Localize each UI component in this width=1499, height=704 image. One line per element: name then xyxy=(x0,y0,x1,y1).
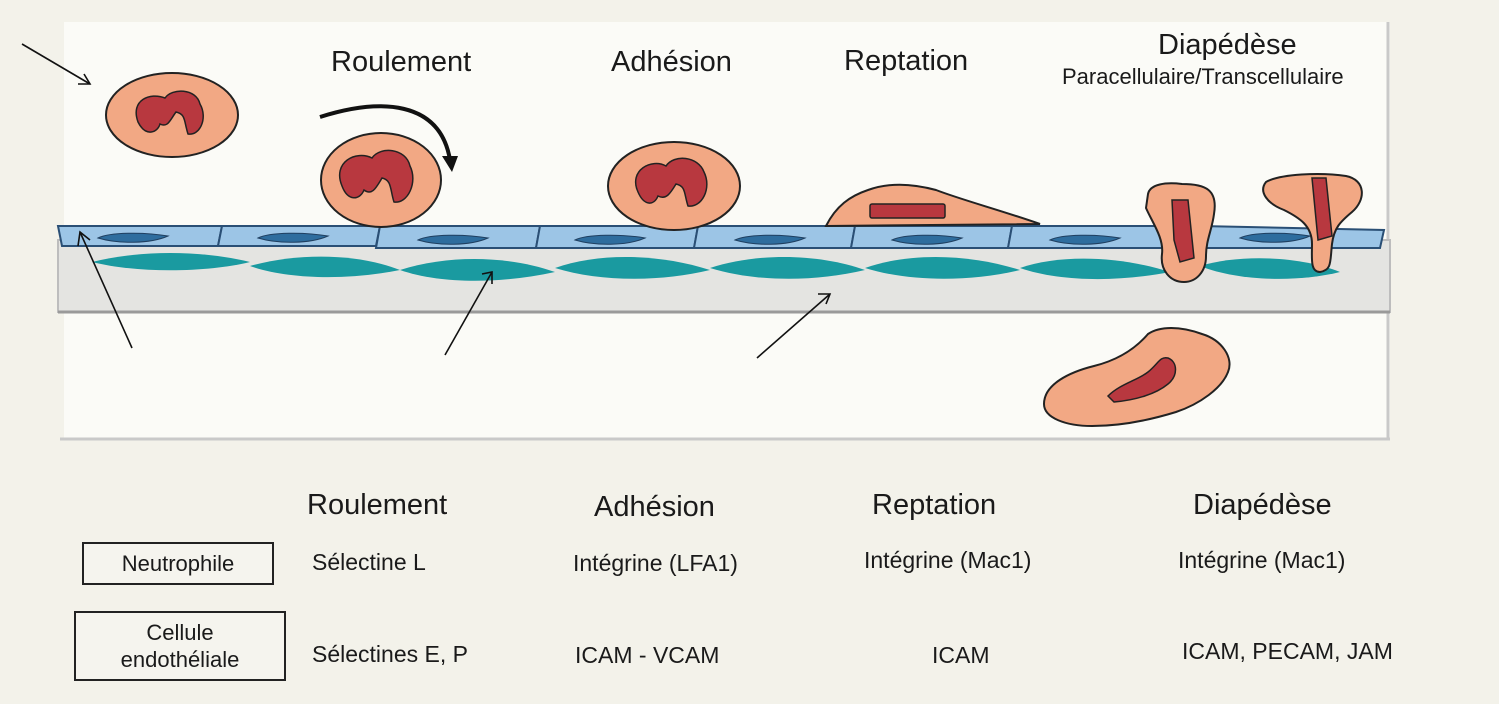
transcellular-neutrophil xyxy=(1262,173,1363,274)
cell-neutrophile-reptation: Intégrine (Mac1) xyxy=(864,547,1032,573)
table-header-adhesion: Adhésion xyxy=(594,491,715,523)
pointer-arrows xyxy=(21,43,832,359)
table-header-diapedese: Diapédèse xyxy=(1193,489,1332,521)
stage-title-diapedese: Diapédèse xyxy=(1158,29,1297,61)
cell-endo-adhesion: ICAM - VCAM xyxy=(575,642,720,668)
row-label-neutrophile-text: Neutrophile xyxy=(121,551,235,576)
stage-title-reptation: Reptation xyxy=(844,45,969,77)
adherent-neutrophil xyxy=(607,141,741,231)
rolling-arrow xyxy=(319,104,452,161)
stage-subtitle-diapedese: Paracellulaire/Transcellulaire xyxy=(1062,64,1344,89)
row-label-line1: Cellule xyxy=(146,620,214,645)
pericyte-layer xyxy=(92,253,1340,281)
cell-endo-diapedese: ICAM, PECAM, JAM xyxy=(1182,638,1393,664)
table-header-reptation: Reptation xyxy=(872,489,997,521)
circulating-neutrophil xyxy=(105,72,239,158)
row-label-neutrophile: Neutrophile xyxy=(82,542,274,585)
cell-neutrophile-adhesion: Intégrine (LFA1) xyxy=(573,550,738,576)
row-label-cellule-endotheliale: Cellule endothéliale xyxy=(74,611,286,681)
cell-endo-reptation: ICAM xyxy=(932,642,990,668)
cell-endo-roulement: Sélectines E, P xyxy=(312,641,468,667)
cell-neutrophile-roulement: Sélectine L xyxy=(312,549,426,575)
cell-neutrophile-diapedese: Intégrine (Mac1) xyxy=(1178,547,1346,573)
extravasated-neutrophil xyxy=(1042,327,1231,428)
row-label-line2: endothéliale xyxy=(120,647,240,672)
stage-title-roulement: Roulement xyxy=(331,46,472,78)
crawling-neutrophil xyxy=(824,183,1041,228)
rolling-arrowhead xyxy=(442,156,458,172)
rolling-neutrophil xyxy=(320,132,442,228)
stage-title-adhesion: Adhésion xyxy=(611,46,732,78)
paracellular-neutrophil xyxy=(1144,182,1216,284)
table-header-roulement: Roulement xyxy=(307,489,448,521)
